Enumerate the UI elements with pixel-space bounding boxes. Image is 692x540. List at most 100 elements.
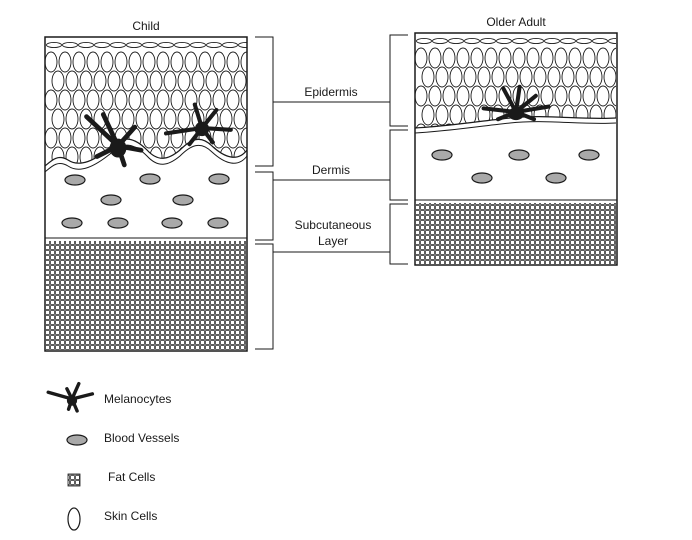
skin-cell-icon (184, 89, 198, 111)
child-epidermis-cells (45, 41, 247, 166)
skin-cell-icon (58, 51, 72, 73)
skin-cell-icon (498, 123, 512, 128)
dermis-label: Dermis (312, 163, 350, 177)
skin-cell-icon (219, 70, 233, 92)
skin-cell-icon (449, 66, 463, 88)
child-fat-layer (46, 241, 246, 350)
skin-cell-icon (596, 123, 610, 128)
skin-cell-icon (415, 47, 428, 69)
skin-cell-icon (415, 123, 428, 128)
skin-cell-icon (238, 41, 247, 49)
skin-cell-icon (158, 41, 174, 49)
older-adult-title: Older Adult (486, 15, 546, 29)
skin-cell-icon (484, 123, 498, 128)
blood-vessel-icon (161, 217, 183, 229)
skin-cell-icon (415, 85, 428, 107)
skin-cell-icon (416, 37, 432, 45)
skin-cell-icon (72, 127, 86, 149)
skin-cell-icon (100, 51, 114, 73)
skin-cell-icon (533, 66, 547, 88)
skin-cell-icon (603, 66, 616, 88)
melanocyte-icon (84, 112, 144, 168)
skin-cell-icon (596, 47, 610, 69)
skin-cell-icon (560, 37, 576, 45)
skin-cell-icon (568, 47, 582, 69)
skin-cell-icon (190, 41, 206, 49)
skin-cell-icon (86, 127, 100, 149)
skin-cell-icon (540, 123, 554, 128)
skin-cell-icon (464, 37, 480, 45)
skin-cell-icon (610, 85, 616, 107)
older-adult-blood-vessels (431, 149, 600, 184)
skin-cell-icon (480, 37, 496, 45)
melanocyte-icon (481, 84, 551, 122)
skin-cell-icon (177, 70, 191, 92)
skin-cell-icon (226, 127, 240, 149)
skin-cell-icon (121, 108, 135, 130)
skin-cell-icon (78, 41, 94, 49)
legend-skin-cells-label: Skin Cells (104, 509, 157, 523)
older-adult-panel-frame (414, 32, 618, 266)
skin-cell-icon (428, 123, 442, 128)
skin-cell-icon (58, 127, 72, 149)
skin-cell-icon (526, 123, 540, 128)
skin-cell-icon (512, 37, 528, 45)
skin-cell-icon (198, 165, 212, 166)
skin-cell-icon (222, 41, 238, 49)
skin-cell-icon (65, 108, 79, 130)
skin-cell-icon (212, 89, 226, 111)
blood-vessel-icon (100, 194, 122, 206)
skin-cell-icon (582, 85, 596, 107)
skin-cell-icon (428, 85, 442, 107)
skin-cell-icon (135, 108, 149, 130)
child-dermis-wavy-boundary (44, 144, 248, 173)
skin-cell-icon (135, 70, 149, 92)
skin-cell-icon (608, 37, 616, 45)
skin-cell-icon (540, 47, 554, 69)
skin-cell-icon (142, 51, 156, 73)
skin-cell-icon (128, 51, 142, 73)
blood-vessel-icon (578, 149, 600, 161)
blood-vessel-icon (208, 173, 230, 185)
skin-cell-icon (240, 89, 247, 111)
skin-cell-icon (114, 165, 128, 166)
skin-cell-icon (205, 70, 219, 92)
child-skin-section (44, 36, 248, 352)
skin-cell-icon (568, 85, 582, 107)
skin-cell-icon (575, 104, 589, 126)
skin-cell-icon (51, 108, 65, 130)
skin-cell-icon (163, 108, 177, 130)
skin-cell-icon (86, 51, 100, 73)
skin-cell-icon (582, 123, 596, 128)
skin-cell-icon (86, 89, 100, 111)
blood-vessel-icon (61, 217, 83, 229)
skin-cell-icon (149, 108, 163, 130)
skin-cell-icon (456, 85, 470, 107)
skin-cell-icon (65, 146, 79, 166)
skin-cell-icon (191, 146, 205, 166)
skin-cell-icon (589, 66, 603, 88)
subcutaneous-label-line1: Subcutaneous (295, 218, 372, 232)
skin-cell-icon (51, 70, 65, 92)
blood-vessel-icon (172, 194, 194, 206)
skin-cell-icon (107, 70, 121, 92)
skin-cell-icon (128, 165, 142, 166)
older-adult-fat-layer (416, 203, 616, 264)
skin-cell-icon (610, 47, 616, 69)
skin-cell-icon (561, 66, 575, 88)
skin-cell-icon (519, 66, 533, 88)
legend-blood-vessels-label: Blood Vessels (104, 431, 179, 445)
skin-cell-icon (142, 127, 156, 149)
legend-melanocytes-label: Melanocytes (104, 392, 171, 406)
skin-cell-icon (100, 165, 114, 166)
skin-cell-icon (540, 85, 554, 107)
skin-cell-icon (65, 70, 79, 92)
skin-cell-icon (442, 123, 456, 128)
skin-cell-icon (477, 66, 491, 88)
child-blood-vessels (61, 173, 230, 229)
epidermis-label: Epidermis (304, 85, 357, 99)
skin-cell-icon (448, 37, 464, 45)
blood-vessel-icon (545, 172, 567, 184)
skin-cell-icon (219, 108, 233, 130)
skin-cell-icon (163, 70, 177, 92)
